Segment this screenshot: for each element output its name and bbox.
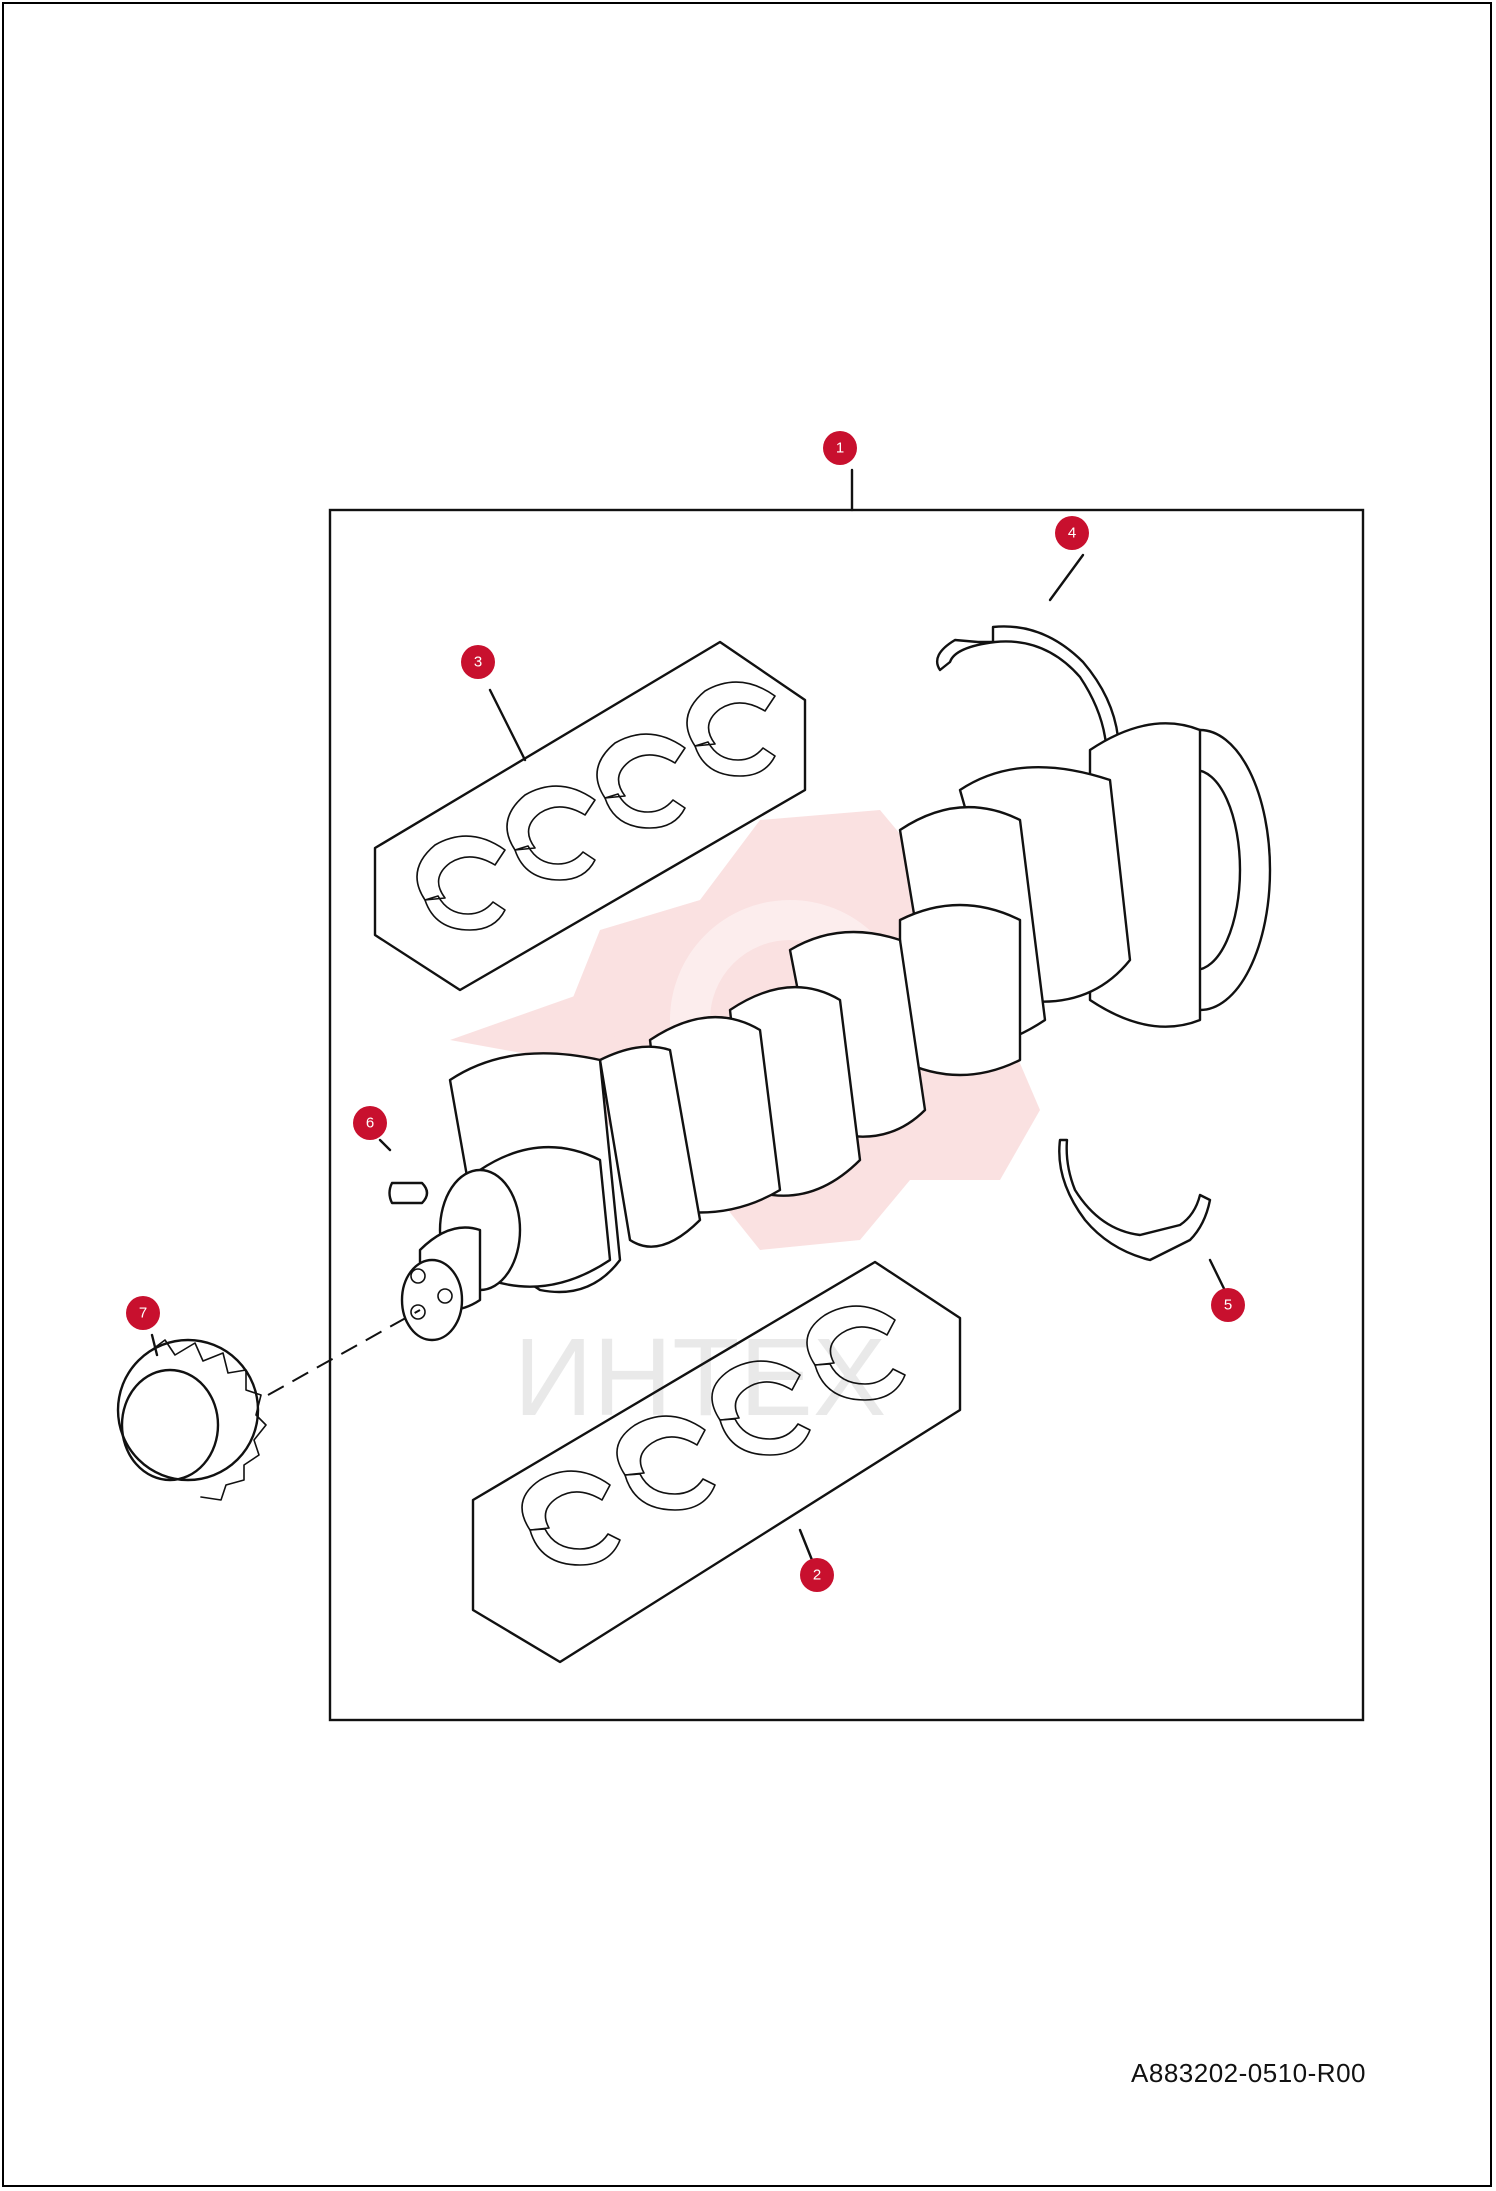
callout-2-label: 2: [813, 1567, 821, 1584]
callout-3[interactable]: 3: [461, 645, 495, 679]
callout-7-label: 7: [139, 1305, 147, 1322]
callout-1[interactable]: 1: [823, 431, 857, 465]
document-reference: A883202-0510-R00: [1131, 2058, 1366, 2088]
callout-5[interactable]: 5: [1211, 1288, 1245, 1322]
callout-7[interactable]: 7: [126, 1296, 160, 1330]
leader-6: [378, 1138, 392, 1152]
assembly-box: [328, 508, 1365, 1722]
thrust-washer-lower: [1058, 1138, 1212, 1262]
callout-4[interactable]: 4: [1055, 516, 1089, 550]
callout-4-label: 4: [1068, 525, 1076, 542]
watermark-text: ИНТЕХ: [514, 1316, 886, 1439]
upper-bearing-set: [373, 640, 807, 992]
woodruff-key: [388, 1181, 429, 1205]
leader-7: [150, 1333, 159, 1357]
lower-bearing-set: [471, 1260, 962, 1664]
callout-5-label: 5: [1224, 1297, 1232, 1314]
callout-6-label: 6: [366, 1115, 374, 1132]
crankshaft-gear: [116, 1338, 267, 1501]
callout-3-label: 3: [474, 654, 482, 671]
callout-1-label: 1: [836, 440, 844, 457]
leader-3: [488, 688, 527, 762]
crankshaft: [400, 722, 1272, 1342]
center-line: [267, 1309, 421, 1396]
callout-2[interactable]: 2: [800, 1558, 834, 1592]
leader-4: [1048, 553, 1085, 602]
callout-6[interactable]: 6: [353, 1106, 387, 1140]
